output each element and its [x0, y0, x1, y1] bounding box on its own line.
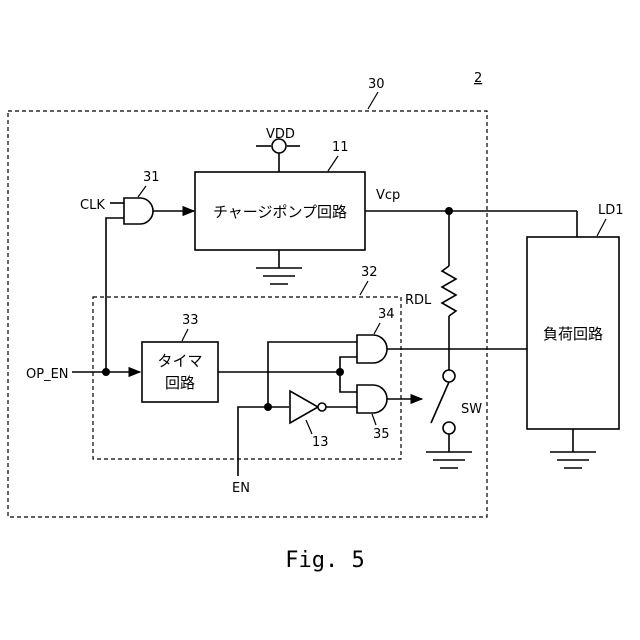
clk-label: CLK [80, 198, 105, 213]
vcp-label: Vcp [376, 188, 400, 203]
timer-block [142, 342, 218, 402]
switch-blade [431, 382, 449, 423]
and-gate-34 [357, 335, 387, 363]
op-en-junction [102, 368, 110, 376]
en-label: EN [232, 481, 250, 496]
charge-pump-ref-label: 11 [332, 140, 349, 155]
timer-group-boundary [93, 297, 401, 459]
load-ref-label: LD1 [598, 203, 624, 218]
switch-ground-symbol [426, 434, 472, 468]
and-gate-34-ref-label: 34 [378, 307, 395, 322]
switch-bottom-terminal [443, 422, 455, 434]
rdl-label: RDL [405, 293, 432, 308]
timer-ref-label: 33 [182, 313, 199, 328]
timer-label-line2: 回路 [165, 374, 195, 392]
and-gate-31 [124, 198, 153, 224]
rdl-resistor [442, 266, 456, 316]
and-gate-35 [357, 385, 387, 413]
and-gate-35-ref-label: 35 [373, 427, 390, 442]
inverter-13 [290, 391, 318, 423]
switch-top-terminal [443, 370, 455, 382]
sw-label: SW [461, 402, 482, 417]
charge-pump-label: チャージポンプ回路 [213, 203, 347, 221]
timer-group-ref-label: 32 [361, 265, 378, 280]
timer-label-line1: タイマ [157, 352, 202, 370]
outer-ref-label: 30 [368, 77, 385, 92]
op-en-label: OP_EN [26, 367, 69, 382]
load-ground-symbol [550, 429, 596, 468]
figure-caption: Fig. 5 [285, 548, 364, 573]
inverter-ref-label: 13 [312, 435, 329, 450]
inverter-bubble [318, 403, 326, 411]
load-label: 負荷回路 [543, 325, 603, 343]
device-ref-label: 2 [474, 71, 482, 86]
ground-symbol [256, 250, 302, 284]
and-gate-31-ref-label: 31 [143, 170, 160, 185]
vdd-terminal [272, 139, 286, 153]
